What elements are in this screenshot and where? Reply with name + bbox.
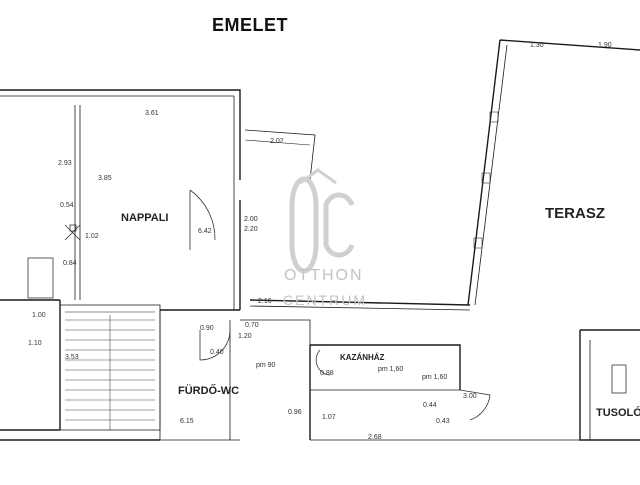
dim-label: 2.68	[368, 434, 382, 441]
dim-label: pm 1,60	[422, 374, 448, 381]
terrace-posts	[473, 111, 499, 249]
floor-title: EMELET	[211, 15, 288, 35]
dim-label: 2.93	[58, 160, 72, 167]
dim-label: 2.02	[270, 138, 284, 145]
watermark-line2: CENTRUM	[283, 292, 367, 308]
dim-label: 1.00	[32, 312, 46, 319]
watermark-logo	[289, 168, 355, 274]
door-swings	[189, 189, 491, 421]
room-label-nappali: NAPPALI	[121, 212, 169, 224]
walls	[0, 39, 640, 441]
room-label-kazanhaz: KAZÁNHÁZ	[340, 353, 385, 362]
dim-label: 0.44	[423, 402, 437, 409]
dim-label: 2.16	[258, 298, 272, 305]
dim-label: pm 90	[256, 362, 276, 369]
dim-label: 0.96	[288, 409, 302, 416]
dim-label: 0.40	[210, 349, 224, 356]
room-label-furdo: FÜRDŐ-WC	[178, 385, 240, 397]
fixtures	[27, 224, 627, 394]
dim-label: 3.61	[145, 110, 159, 117]
dim-label: 1.30	[530, 42, 544, 49]
dim-label: 0.84	[63, 260, 77, 267]
dim-label: 3.85	[98, 175, 112, 182]
dim-label: 1.02	[85, 233, 99, 240]
stair-treads	[65, 315, 155, 430]
dim-label: pm 1,60	[378, 366, 404, 373]
dim-label: 0.70	[245, 322, 259, 329]
dim-label: 6.15	[180, 418, 194, 425]
room-label-terasz: TERASZ	[545, 205, 605, 222]
dim-label: 0.43	[436, 418, 450, 425]
dim-label: 1.10	[28, 340, 42, 347]
watermark-line1: OTTHON	[284, 267, 364, 284]
dim-label: 2.00	[244, 216, 258, 223]
dim-label: 0.88	[320, 370, 334, 377]
dim-label: 2.20	[244, 226, 258, 233]
dim-label: 3.53	[65, 354, 79, 361]
dim-label: 3.00	[463, 393, 477, 400]
dim-label: 1.90	[598, 42, 612, 49]
dim-label: 1.20	[238, 333, 252, 340]
dim-label: 0.54	[60, 202, 74, 209]
room-label-tusolo: TUSOLÓ	[596, 407, 640, 419]
dim-label: 1.07	[322, 414, 336, 421]
dim-label: 6.42	[198, 228, 212, 235]
dim-label: 0.90	[200, 325, 214, 332]
